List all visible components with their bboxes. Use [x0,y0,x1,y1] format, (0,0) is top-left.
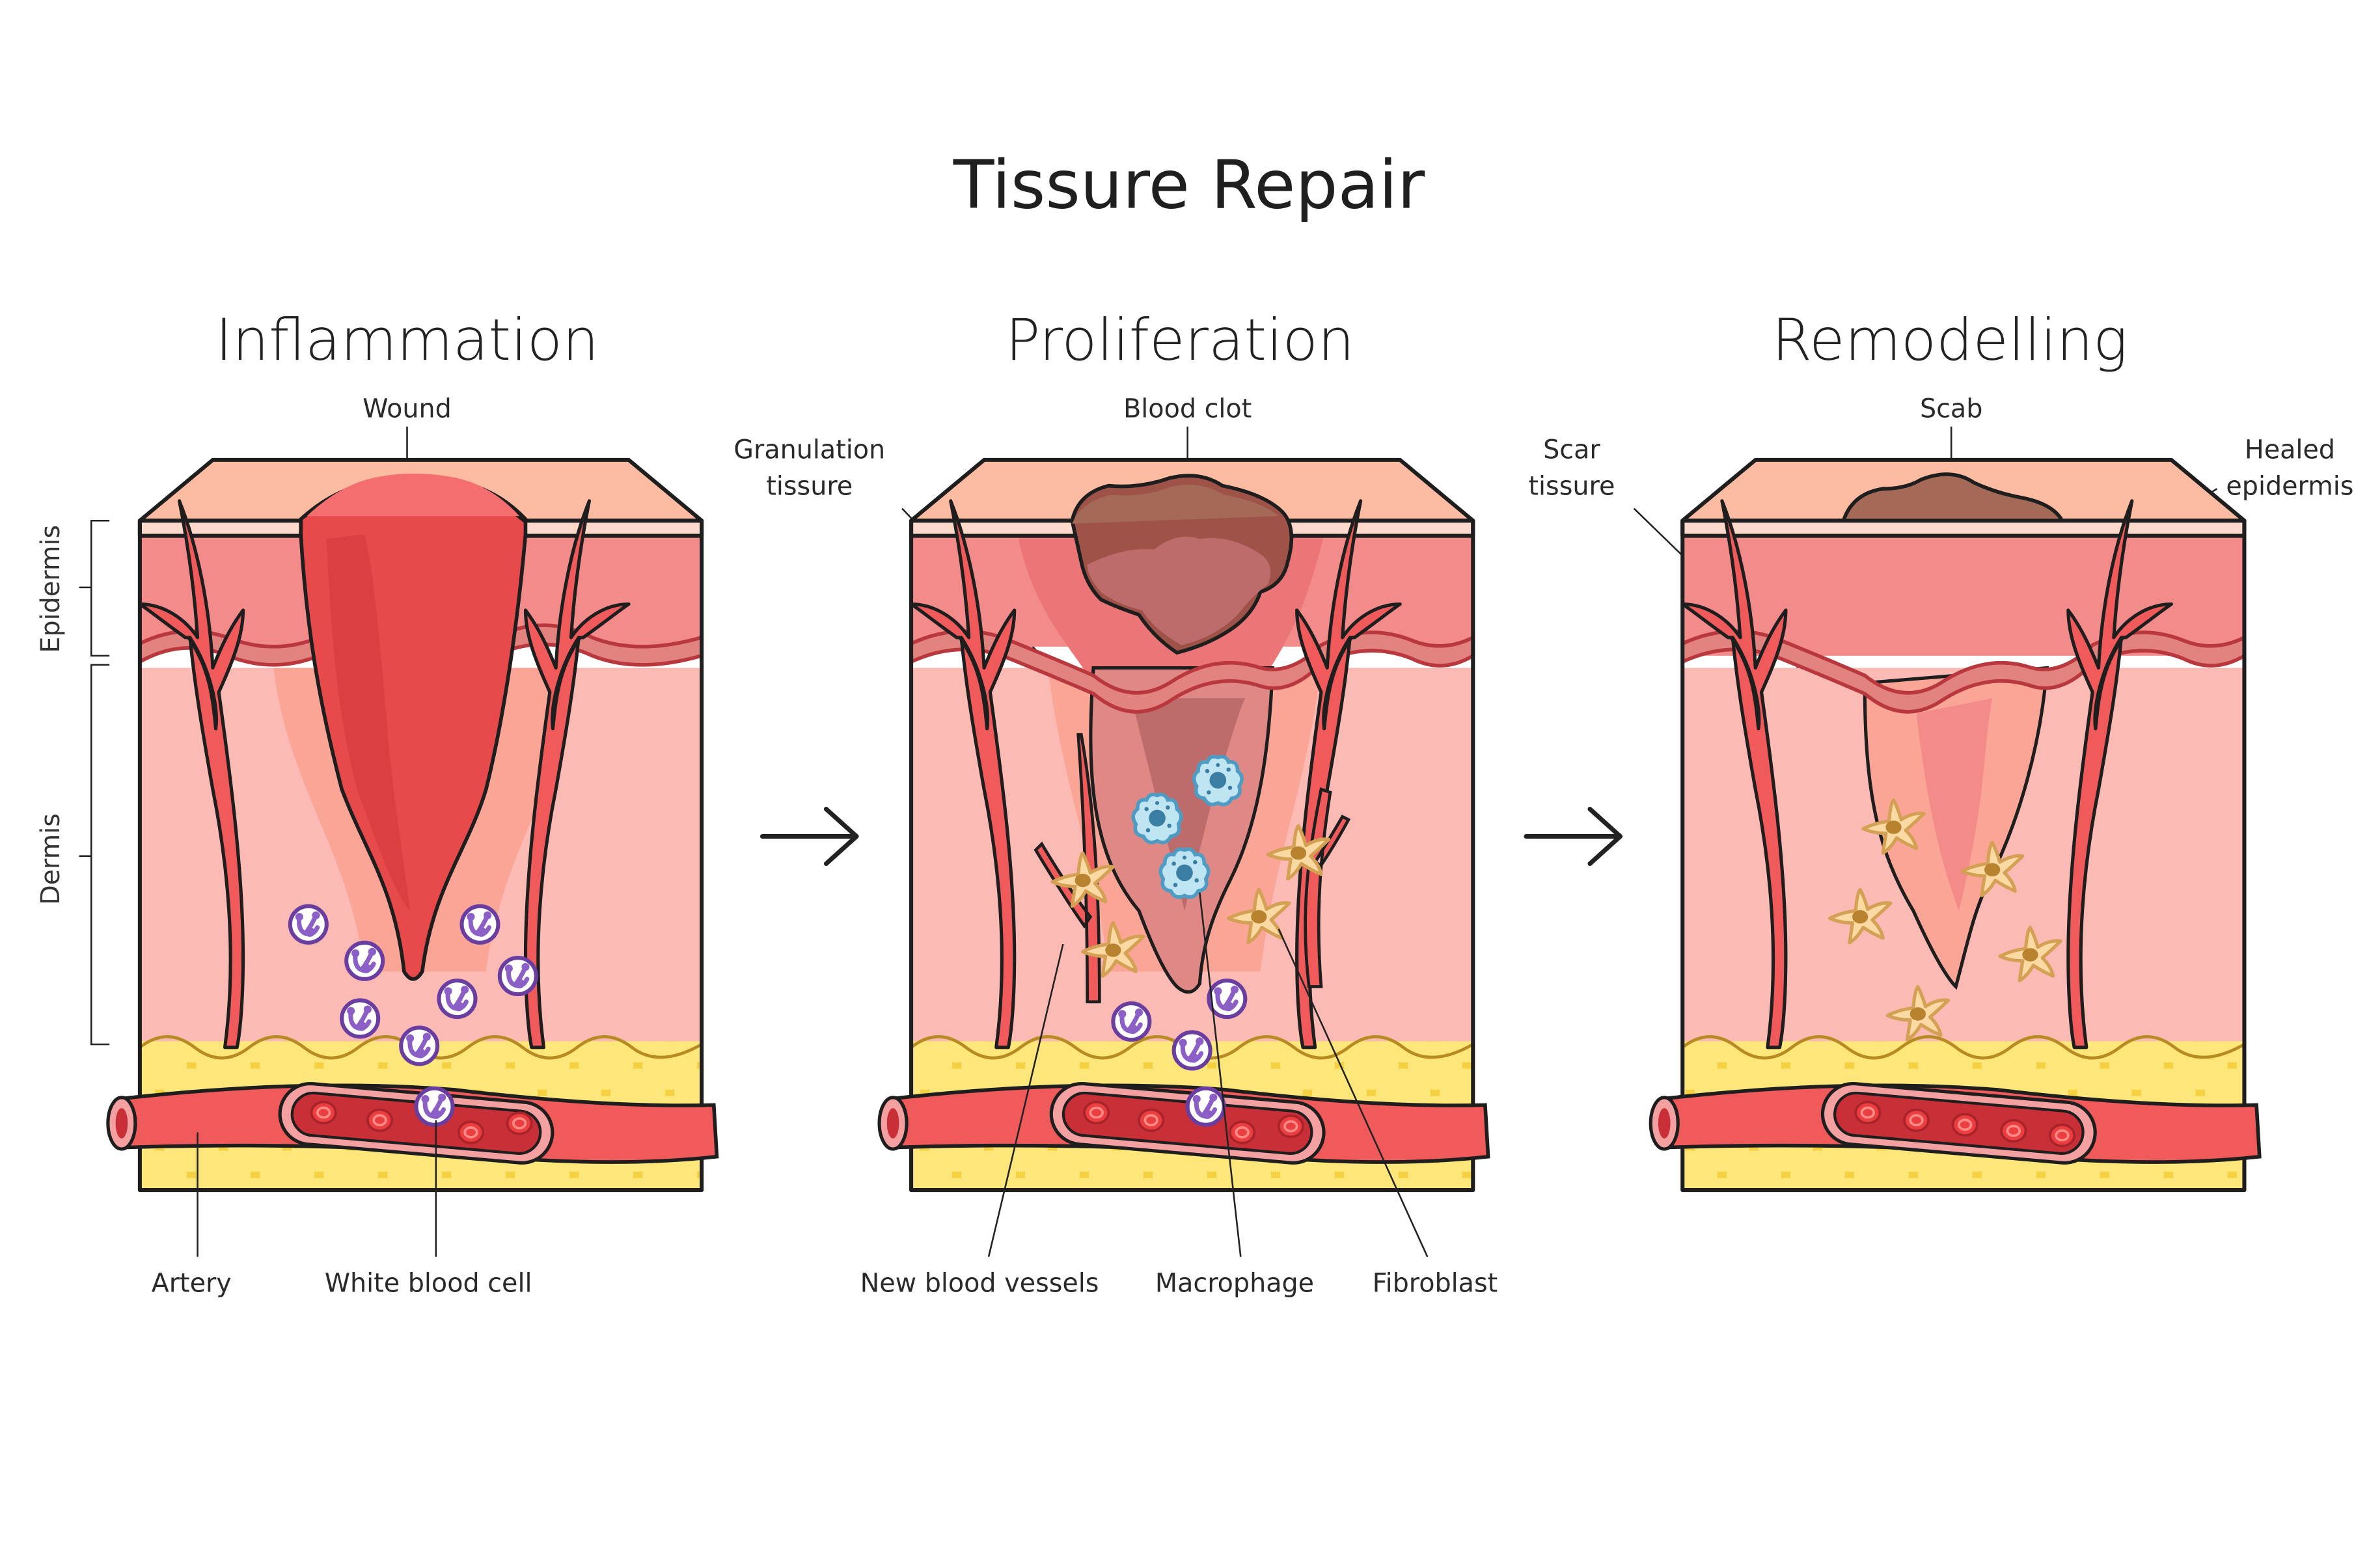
side-label-epidermis: Epidermis [36,525,66,653]
label-artery: Artery [152,1268,232,1298]
label-healed-epidermis-line2: epidermis [2226,472,2353,502]
leader-new-blood-vessels [987,943,1064,1258]
stage-title-remodelling: Remodelling [1772,306,2128,373]
side-bracket-epidermis [79,519,110,657]
stage-title-proliferation: Proliferation [1006,306,1354,373]
leader-fibroblast [1278,928,1429,1258]
label-wound: Wound [363,394,452,424]
panel-proliferation: Proliferation Blood clot Granulation tis… [733,306,1498,1298]
label-white-blood-cell: White blood cell [325,1268,532,1298]
new-blood-vessels [1034,733,1351,1004]
artery-3 [1649,1081,2262,1165]
label-scab: Scab [1920,394,1982,424]
scab [1841,472,2064,523]
label-macrophage: Macrophage [1155,1268,1314,1298]
arrow-2-to-3 [1524,806,1623,866]
label-granulation-line2: tissure [766,472,853,502]
label-new-blood-vessels: New blood vessels [860,1268,1099,1298]
panel-inflammation: Inflammation Wound Epidermis Dermis [36,306,719,1298]
leader-macrophage [1199,892,1242,1257]
artery-1 [106,1081,719,1165]
side-label-dermis: Dermis [36,813,66,905]
arrow-1-to-2 [760,806,859,866]
wound [299,473,528,981]
stage-title-inflammation: Inflammation [215,306,599,373]
side-bracket-dermis [79,664,110,1046]
label-scar-tissue-line2: tissure [1528,472,1615,502]
diagram-title: Tissure Repair [953,147,1425,224]
label-scar-tissue-line1: Scar [1543,435,1600,465]
blood-clot [1070,474,1294,655]
label-healed-epidermis-line1: Healed [2245,435,2335,465]
label-fibroblast: Fibroblast [1373,1268,1498,1298]
label-blood-clot: Blood clot [1123,394,1252,424]
artery-2 [877,1081,1490,1165]
label-granulation-line1: Granulation [733,435,885,465]
panel-remodelling: Remodelling Scab Scar tissure Healed epi… [1528,306,2353,1193]
